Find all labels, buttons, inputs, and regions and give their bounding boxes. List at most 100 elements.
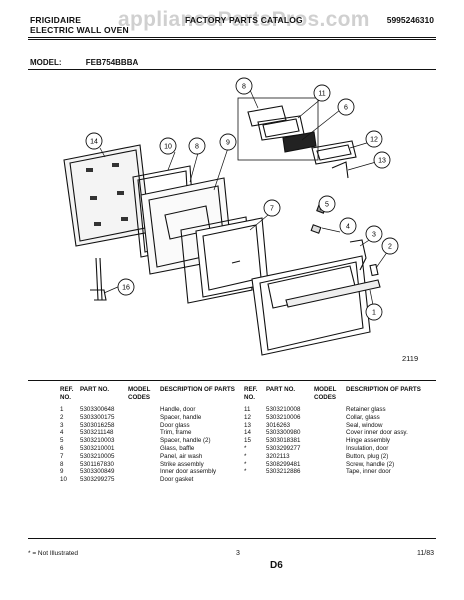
part-hinge-assembly — [90, 257, 107, 301]
part-row: 13 3016263 Seal, window — [238, 422, 438, 430]
col-ref-header: REF. NO. — [244, 386, 258, 401]
svg-text:8: 8 — [242, 84, 246, 91]
callout-14: 14 — [85, 132, 103, 150]
product-type: ELECTRIC WALL OVEN — [30, 25, 129, 35]
model-codes — [314, 429, 346, 437]
part-ref-number: 6 — [60, 444, 64, 452]
callout-15: 16 — [117, 278, 135, 296]
part-number: 5303300980 — [266, 429, 301, 437]
part-number: 5303210005 — [80, 452, 115, 460]
part-description: Glass, baffle — [160, 444, 195, 452]
part-number: 5303016258 — [80, 421, 115, 429]
svg-text:6: 6 — [344, 105, 348, 112]
part-number: 5303300175 — [80, 413, 115, 421]
part-ref-number: 7 — [60, 452, 64, 460]
model-codes — [314, 406, 346, 414]
part-ref-number: 8 — [60, 460, 64, 468]
col-desc-header: DESCRIPTION OF PARTS — [346, 386, 421, 393]
part-ref-number: * — [244, 444, 247, 452]
part-inner-door-cover — [63, 144, 151, 247]
part-ref-number: * — [244, 460, 247, 468]
part-number: 5308299481 — [266, 460, 301, 468]
model-codes — [128, 437, 160, 445]
svg-text:4: 4 — [346, 224, 350, 231]
callout-8b: 8 — [235, 77, 253, 95]
model-codes — [128, 461, 160, 469]
col-part-header: PART NO. — [80, 386, 110, 393]
callout-3: 3 — [365, 225, 383, 243]
part-spacer-handle — [349, 239, 367, 271]
callout-6: 6 — [337, 98, 355, 116]
callout-8a: 8 — [188, 137, 206, 155]
part-description: Screw, handle (2) — [346, 460, 395, 468]
model-label: MODEL: — [30, 58, 62, 67]
callout-13: 13 — [373, 151, 391, 169]
part-row: 8 5301167830 Strike assembly — [55, 461, 245, 469]
part-number: 5303212886 — [266, 468, 301, 476]
part-description: Door glass — [160, 421, 190, 429]
model-codes — [314, 453, 346, 461]
part-number: 5303211148 — [80, 429, 114, 437]
part-window-seal — [331, 161, 349, 179]
part-collar-glass — [311, 140, 357, 165]
svg-text:16: 16 — [122, 285, 130, 292]
part-ref-number: 14 — [244, 429, 251, 437]
part-number: 5303018381 — [266, 437, 301, 445]
part-number: 5303299277 — [266, 444, 301, 452]
col-ref-header: REF. NO. — [60, 386, 74, 401]
revision-date: 11/83 — [417, 550, 434, 557]
part-description: Seal, window — [346, 421, 383, 429]
model-codes — [128, 422, 160, 430]
callout-1: 1 — [365, 303, 383, 321]
model-rule — [28, 69, 436, 70]
page-number: 3 — [236, 550, 240, 557]
table-header: REF. NO. PART NO. MODEL CODES DESCRIPTIO… — [238, 386, 438, 406]
part-ref-number: * — [244, 452, 247, 460]
part-description: Collar, glass — [346, 413, 380, 421]
part-ref-number: 3 — [60, 421, 64, 429]
part-description: Tape, inner door — [346, 468, 391, 476]
part-number: 3202113 — [266, 452, 290, 460]
callout-11: 11 — [313, 84, 331, 102]
callout-12: 12 — [365, 130, 383, 148]
part-number: 5303210001 — [80, 444, 115, 452]
exploded-parts-diagram: 14 10 8 9 7 5 4 3 2 1 16 8 11 6 12 13 — [63, 77, 399, 356]
brand-name: FRIGIDAIRE — [30, 15, 82, 25]
callout-4: 4 — [339, 217, 357, 235]
part-ref-number: 12 — [244, 413, 251, 421]
svg-text:14: 14 — [90, 139, 98, 146]
svg-text:13: 13 — [378, 158, 386, 165]
part-description: Inner door assembly — [160, 468, 217, 476]
svg-text:8: 8 — [195, 144, 199, 151]
svg-text:7: 7 — [270, 206, 274, 213]
svg-text:3: 3 — [372, 232, 376, 239]
col-model-header: MODEL CODES — [128, 386, 151, 401]
svg-text:10: 10 — [164, 144, 172, 151]
model-codes — [128, 468, 160, 476]
svg-text:2: 2 — [388, 244, 392, 251]
part-door-handle — [285, 263, 381, 308]
part-ref-number: 13 — [244, 421, 251, 429]
part-description: Strike assembly — [160, 460, 204, 468]
part-number: 5301167830 — [80, 460, 114, 468]
model-codes — [128, 406, 160, 414]
model-row: MODEL: FEB754BBBA — [30, 58, 138, 67]
parts-table-left: REF. NO. PART NO. MODEL CODES DESCRIPTIO… — [55, 386, 245, 484]
part-row: 3 5303016258 Door glass — [55, 422, 245, 430]
callout-7: 7 — [263, 199, 281, 217]
part-ref-number: 10 — [60, 476, 67, 484]
part-description: Handle, door — [160, 406, 196, 413]
part-number: 3016263 — [266, 421, 291, 429]
